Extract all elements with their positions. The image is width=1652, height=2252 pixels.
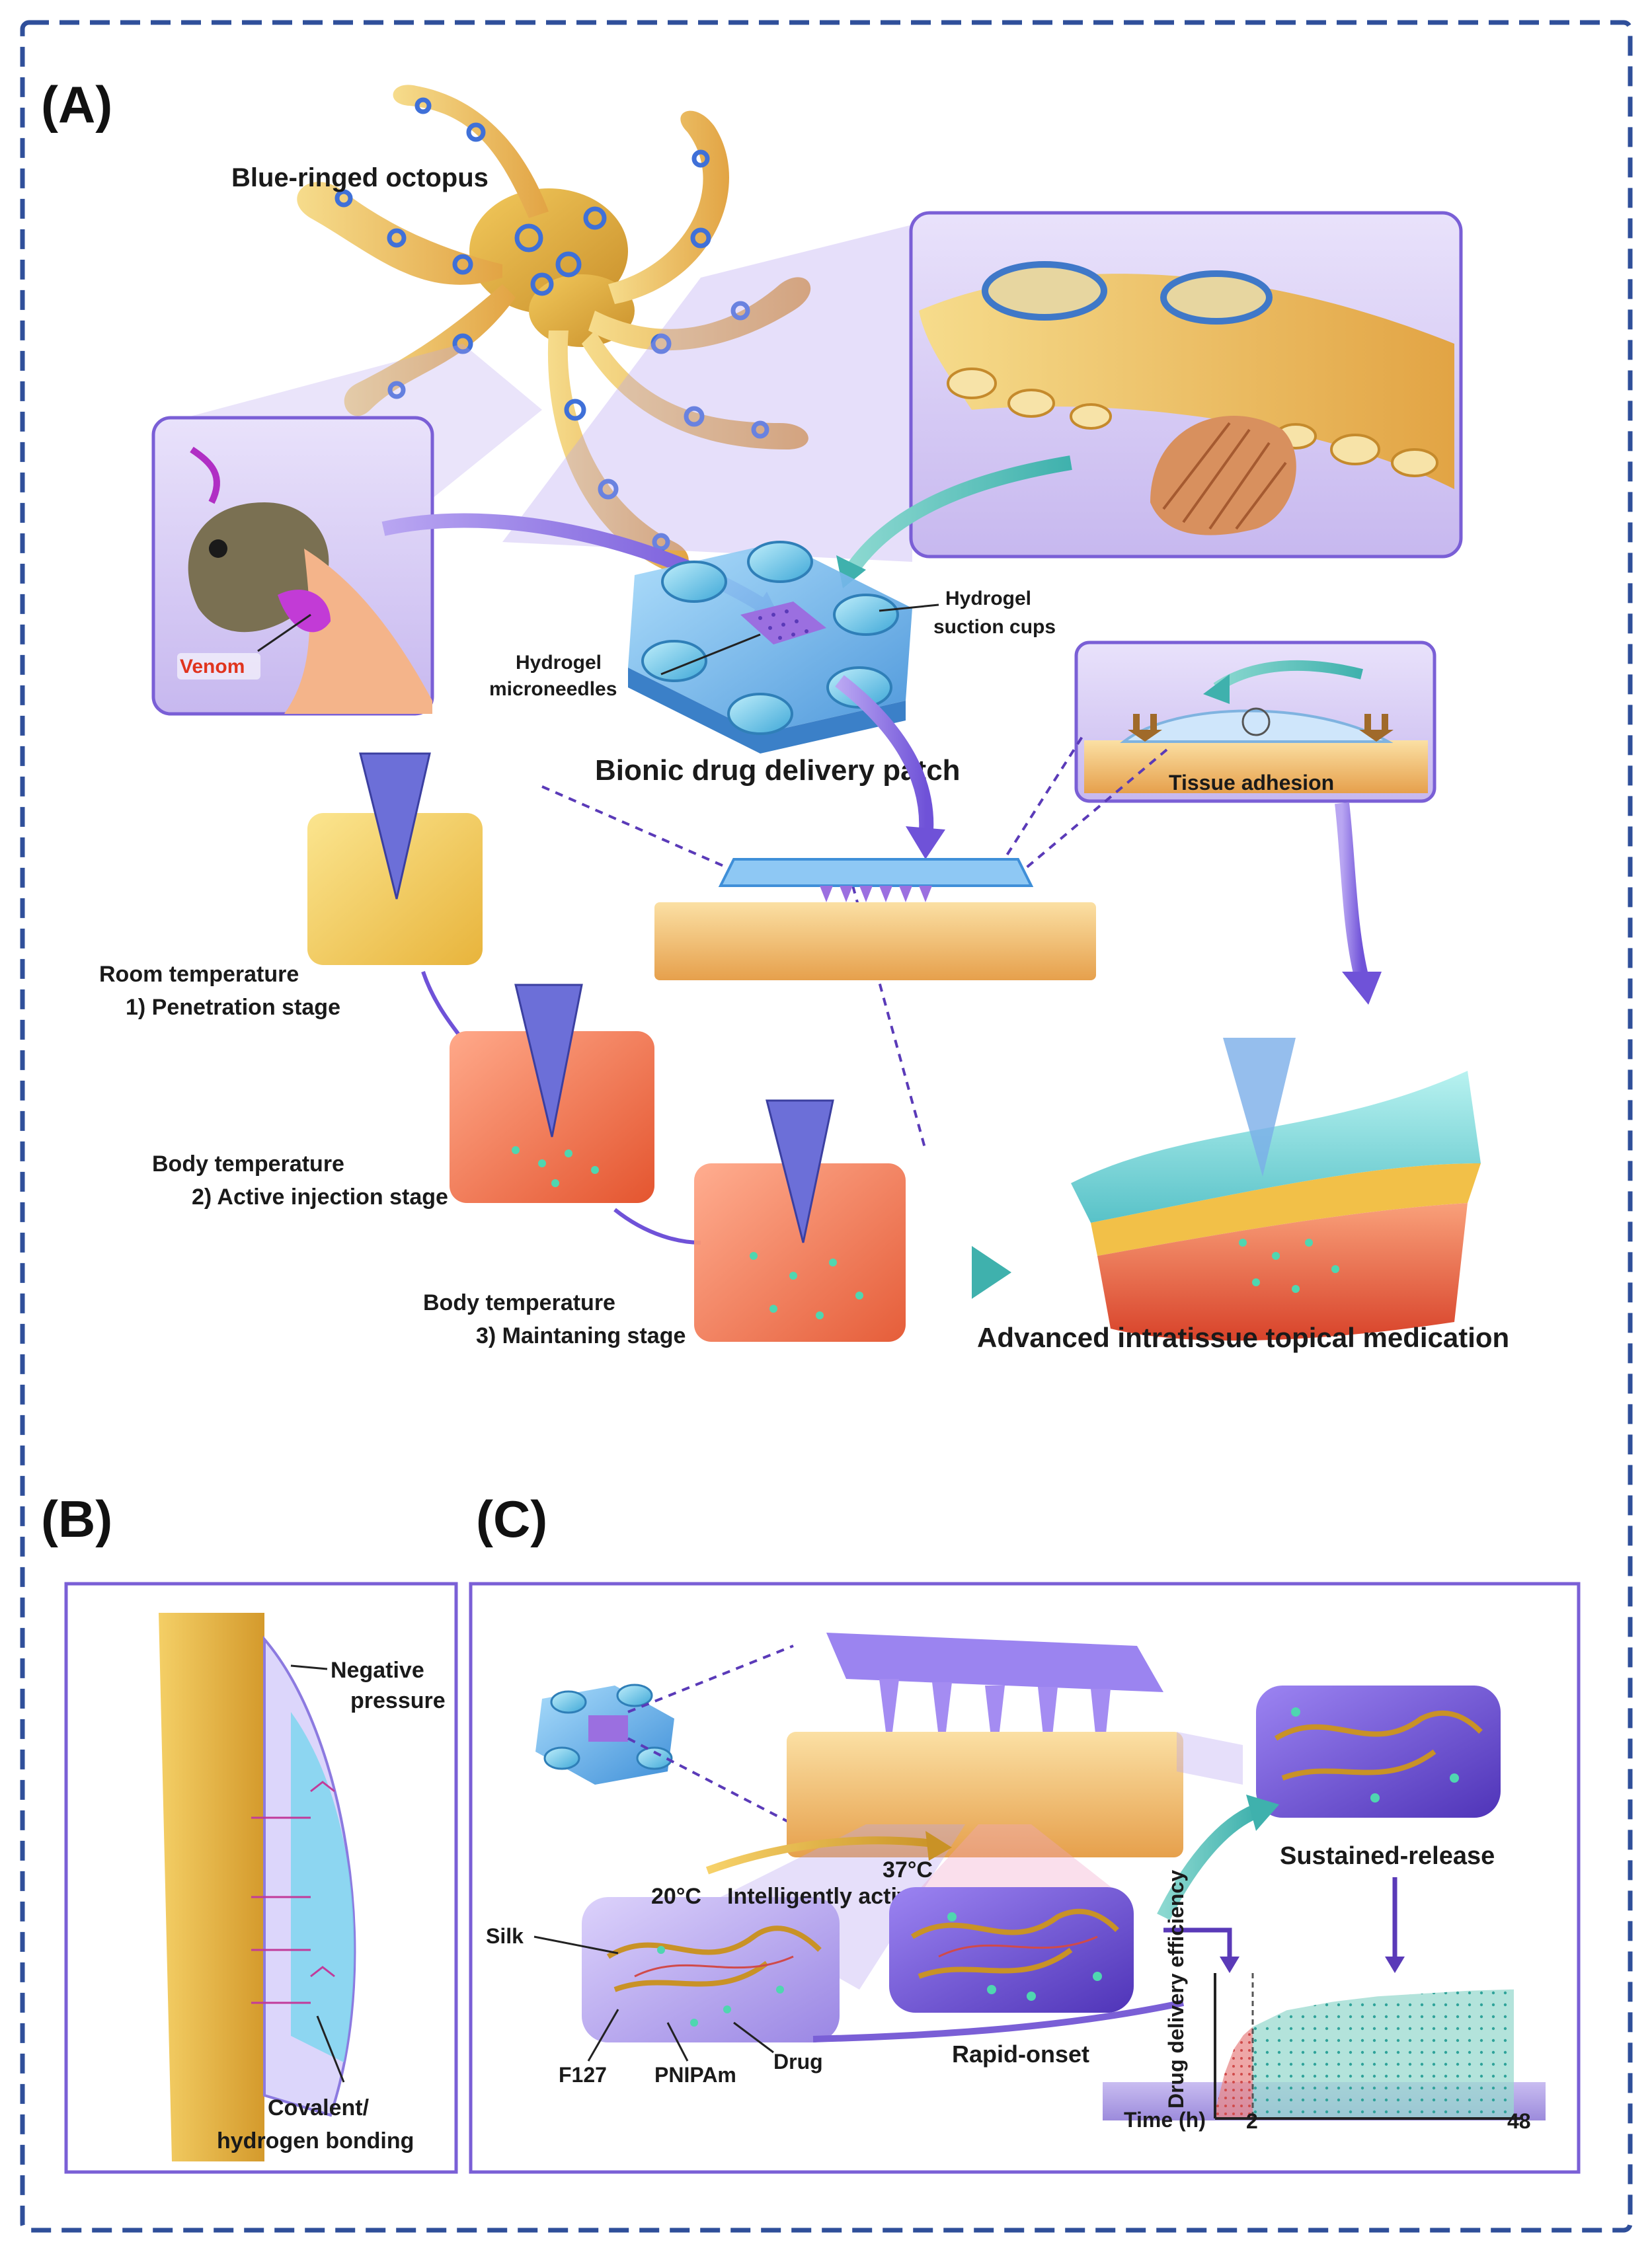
rapid-onset-arrow xyxy=(812,2000,1185,2042)
silk-label: Silk xyxy=(486,1924,524,1948)
stage-2-cube xyxy=(450,984,654,1203)
suction-cups-label-2: suction cups xyxy=(933,616,1056,638)
arrow-to-sustained xyxy=(1157,1804,1259,1920)
arrow-tentacle-to-patch xyxy=(846,455,1072,573)
suction-cups-label-1: Hydrogel xyxy=(945,588,1031,609)
tissue-adhesion-inset xyxy=(1074,641,1436,803)
stage-3-name: 3) Maintaning stage xyxy=(476,1323,686,1348)
applied-patch-illustration xyxy=(654,858,1096,980)
stage-2-to-3-line xyxy=(613,1208,701,1245)
small-patch-illustration xyxy=(535,1684,674,1785)
f127-leader-line xyxy=(587,2009,619,2062)
outcome-label: Advanced intratissue topical medication xyxy=(977,1322,1509,1353)
negative-pressure-label-2: pressure xyxy=(350,1688,446,1713)
silk-leader-line xyxy=(533,1935,619,1955)
outcome-tissue-illustration xyxy=(1071,1038,1481,1341)
chart-x-tick: 2 xyxy=(1246,2109,1258,2133)
pnipam-label: PNIPAm xyxy=(654,2063,736,2087)
bonding-label-1: Covalent/ xyxy=(268,2095,370,2120)
chart-area-dots-sustained-release xyxy=(1253,1989,1514,2118)
bionic-patch-illustration xyxy=(628,541,912,754)
stage-1-cube xyxy=(307,752,483,965)
needle-array-illustration xyxy=(787,1633,1183,1857)
microneedles-label-2: microneedles xyxy=(489,678,617,700)
panel-c: (C) xyxy=(469,1490,1581,2174)
drug-leader-line xyxy=(733,2021,774,2054)
pnipam-leader-line xyxy=(666,2022,689,2062)
panel-a: (A) Blue-ringed octopus xyxy=(41,75,1509,1353)
arrow-adhesion-to-result xyxy=(1335,802,1369,980)
bond-lines xyxy=(251,1781,335,2004)
rapid-to-chart-arrow xyxy=(1163,1927,1232,1960)
rapid-onset-label: Rapid-onset xyxy=(952,2040,1089,2068)
stage-1-temperature: Room temperature xyxy=(99,962,299,987)
negative-pressure-label-1: Negative xyxy=(331,1658,424,1683)
tissue-adhesion-label: Tissue adhesion xyxy=(1169,771,1334,795)
panel-label-a: (A) xyxy=(41,75,112,134)
arrow-patch-to-skin xyxy=(835,675,934,841)
bonding-leader-line xyxy=(316,2015,345,2083)
microneedles-label-1: Hydrogel xyxy=(516,652,602,674)
cone-to-20c xyxy=(707,1824,965,1990)
venom-label: Venom xyxy=(180,656,245,678)
panel-label-c: (C) xyxy=(476,1490,547,1548)
tentacle-inset xyxy=(909,211,1463,559)
tissue-layer xyxy=(159,1613,264,2161)
octopus-illustration xyxy=(297,85,811,572)
hydrogel-layer xyxy=(291,1712,354,2062)
active-label: Intelligently active xyxy=(727,1884,922,1909)
temp-low-label: 20°C xyxy=(651,1884,701,1909)
release-chart: Time (h) Drug delivery efficiency 2 48 xyxy=(1103,1870,1546,2133)
microneedles-leader-line xyxy=(660,633,761,676)
temp-high-label: 37°C xyxy=(883,1857,933,1883)
bonding-label-2: hydrogen bonding xyxy=(217,2128,414,2154)
drug-label: Drug xyxy=(773,2050,823,2074)
panel-b: (B) Negative pressure Covalent/ hydrogen… xyxy=(41,1490,458,2174)
figure-border xyxy=(20,20,1633,2233)
stage-2-name: 2) Active injection stage xyxy=(192,1184,448,1210)
chart-y-label: Drug delivery efficiency xyxy=(1164,1870,1188,2109)
block-20c xyxy=(582,1897,840,2042)
cups-leader-line xyxy=(879,603,939,612)
sustained-release-label: Sustained-release xyxy=(1280,1842,1495,1870)
venom-inset xyxy=(151,416,434,716)
stage-2-temperature: Body temperature xyxy=(152,1151,344,1177)
chart-x-label: Time (h) xyxy=(1124,2108,1206,2132)
patch-title: Bionic drug delivery patch xyxy=(595,754,961,787)
chart-area-dots-rapid-onset xyxy=(1215,2027,1253,2118)
pressure-leader-line xyxy=(290,1664,328,1670)
stage-3-temperature: Body temperature xyxy=(423,1290,615,1315)
small-patch-connectors xyxy=(627,1645,794,1826)
block-sustained xyxy=(1256,1686,1501,1818)
activation-arrow xyxy=(705,1836,939,1875)
cone-to-37c xyxy=(912,1824,1124,1897)
block-37c xyxy=(889,1887,1134,2013)
panel-label-b: (B) xyxy=(41,1490,112,1548)
stage-3-cube xyxy=(694,1099,906,1342)
octopus-label: Blue-ringed octopus xyxy=(231,163,489,192)
chart-x-tick: 48 xyxy=(1507,2109,1531,2133)
cone-to-sustained xyxy=(1177,1732,1243,1785)
f127-label: F127 xyxy=(559,2063,607,2087)
stage-1-name: 1) Penetration stage xyxy=(126,995,340,1020)
zoom-cone-right xyxy=(502,225,912,562)
venom-leader-line xyxy=(257,613,311,652)
